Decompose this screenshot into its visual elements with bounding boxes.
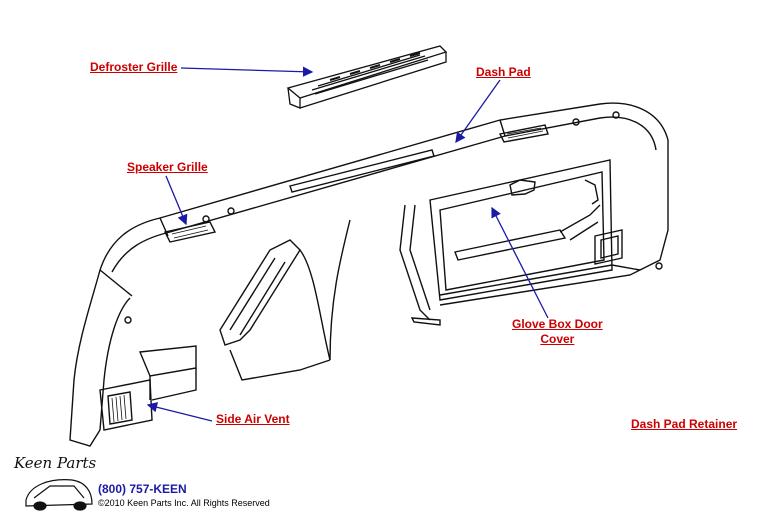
glove-box-arrow bbox=[491, 206, 549, 319]
label-glove-box-door-cover[interactable]: Glove Box Door Cover bbox=[512, 317, 603, 347]
label-dash-pad[interactable]: Dash Pad bbox=[476, 65, 531, 79]
defroster-grille-part bbox=[286, 45, 448, 109]
pointer-arrows bbox=[146, 66, 549, 422]
side-vent-arrow bbox=[146, 402, 213, 422]
label-dash-pad-retainer[interactable]: Dash Pad Retainer bbox=[631, 417, 738, 431]
footer-phone[interactable]: (800) 757-KEEN bbox=[98, 482, 187, 496]
label-defroster-grille[interactable]: Defroster Grille bbox=[90, 60, 178, 74]
defroster-arrow bbox=[180, 66, 314, 77]
label-glove-box-line1: Glove Box Door bbox=[512, 317, 603, 331]
dash-pad-arrow bbox=[455, 79, 501, 144]
footer-copyright: ©2010 Keen Parts Inc. All Rights Reserve… bbox=[98, 498, 270, 508]
label-side-air-vent[interactable]: Side Air Vent bbox=[216, 412, 290, 426]
dash-pad-part bbox=[69, 102, 669, 447]
label-speaker-grille[interactable]: Speaker Grille bbox=[127, 160, 208, 174]
label-glove-box-line2: Cover bbox=[540, 332, 575, 346]
logo-text: Keen Parts bbox=[14, 454, 97, 472]
speaker-arrow bbox=[165, 175, 188, 226]
keen-parts-logo bbox=[25, 479, 93, 511]
